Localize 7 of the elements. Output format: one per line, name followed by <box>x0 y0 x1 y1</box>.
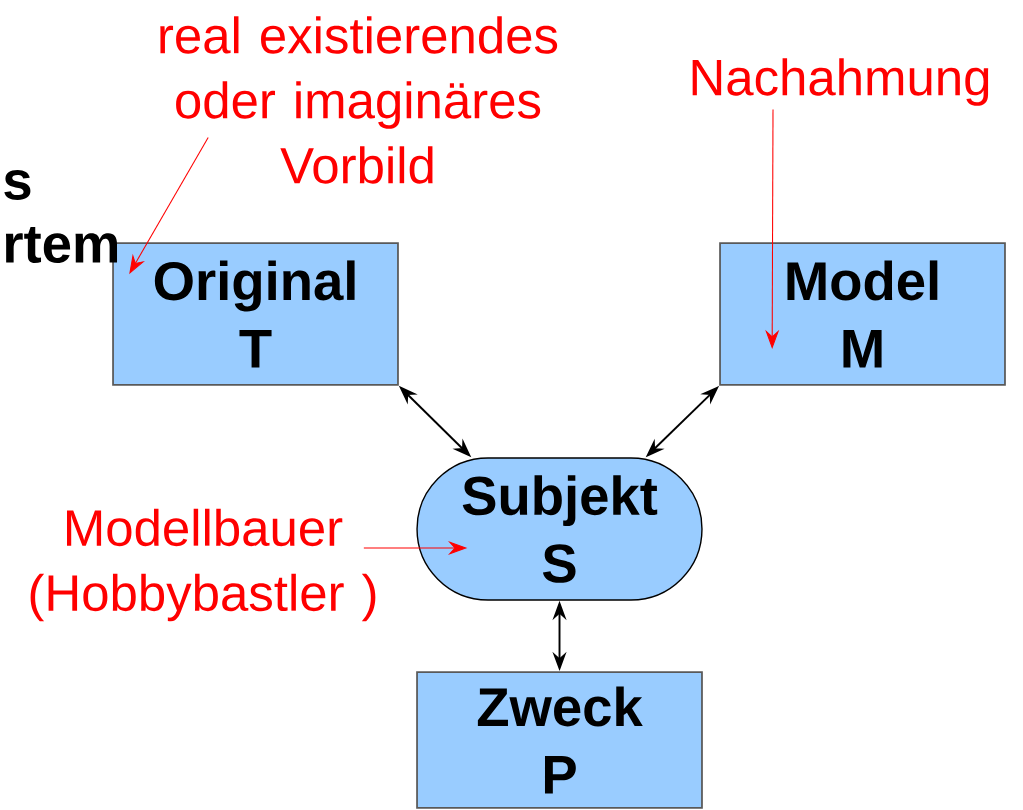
annotation-text: real existierendes oder imaginäres Vorbild <box>160 16 558 184</box>
side-text: s <box>4 170 31 200</box>
box: Zweck P <box>416 671 703 809</box>
rounded-box: Subjekt S <box>416 457 703 601</box>
box: Model M <box>719 242 1006 386</box>
annotation-text: Modellbauer (Hobbybastler ) <box>30 508 376 622</box>
annotation-text: Nachahmung <box>692 58 989 106</box>
